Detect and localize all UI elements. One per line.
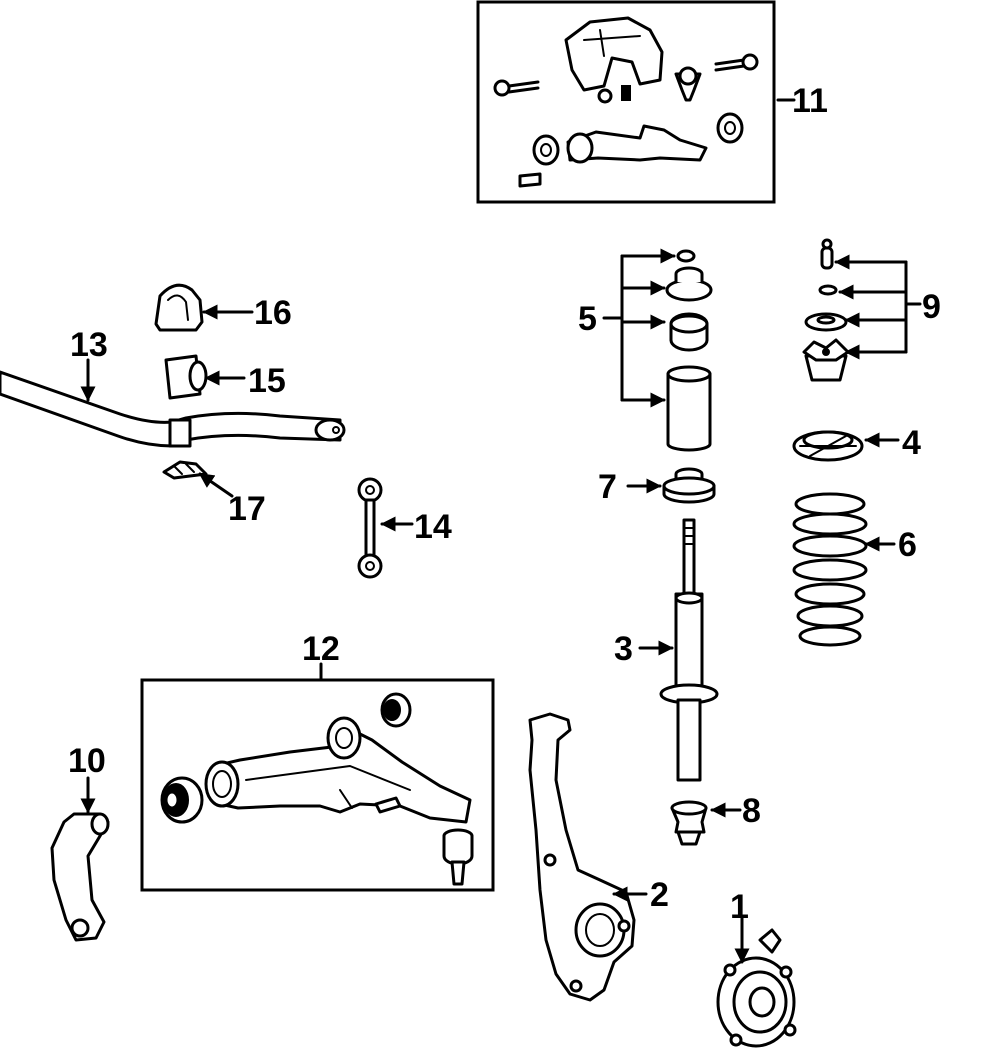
dust-boot (666, 365, 712, 452)
callout-11: 11 (792, 82, 828, 120)
upper-arm-kit-box (476, 0, 776, 204)
strut-mount-kit-group: 5 (578, 248, 713, 452)
stabilizer-link: 14 (357, 477, 452, 579)
bushing-left (532, 134, 560, 166)
strut-mount-hardware-group: 9 (802, 238, 941, 382)
callout-7: 7 (598, 468, 617, 506)
bolt-left (493, 79, 540, 97)
strut-assembly: 3 (614, 518, 719, 782)
lower-ball-joint (442, 828, 474, 886)
callout-1: 1 (730, 888, 749, 926)
mount-washer (804, 312, 848, 332)
control-arm-bracket: 10 (50, 742, 110, 942)
stabilizer-bushing: 15 (164, 354, 286, 400)
lower-arm-kit-group: 12 (140, 630, 495, 892)
callout-2: 2 (650, 876, 669, 914)
spring-seat: 4 (792, 424, 921, 462)
mount-stud (820, 238, 834, 270)
lower-arm-bolt (374, 796, 402, 814)
callout-8: 8 (742, 792, 761, 830)
lower-arm-bushing (160, 776, 204, 824)
callout-15: 15 (248, 362, 286, 400)
callout-17: 17 (228, 490, 266, 528)
callout-12: 12 (302, 630, 340, 668)
lower-arm-bushing-front (204, 760, 240, 808)
spring-insulator: 7 (598, 467, 716, 506)
nut-small (597, 85, 631, 104)
bushing-right (716, 112, 744, 144)
wheel-hub: 1 (716, 888, 797, 1048)
upper-arm-bracket (564, 16, 664, 92)
stabilizer-clip: 17 (162, 460, 266, 528)
callout-16: 16 (254, 294, 292, 332)
grease-fitting (518, 172, 542, 188)
bump-stop: 8 (670, 792, 761, 846)
callout-3: 3 (614, 630, 633, 668)
callout-4: 4 (902, 424, 921, 462)
strut-bearing (669, 312, 709, 352)
callout-9: 9 (922, 288, 941, 326)
strut-nut (676, 249, 696, 263)
mount-nut (818, 284, 838, 296)
callout-14: 14 (414, 508, 452, 546)
upper-arm-kit-group: 11 (476, 0, 828, 204)
stabilizer-bar: 13 (0, 326, 346, 448)
upper-strut-washer (665, 266, 713, 302)
upper-control-arm (566, 124, 708, 162)
lower-arm-rear-boss (326, 716, 362, 760)
coil-spring: 6 (792, 492, 917, 647)
lower-arm-bushing-rear (380, 692, 412, 728)
callout-6: 6 (898, 526, 917, 564)
callout-5: 5 (578, 300, 597, 338)
steering-knuckle: 2 (528, 712, 669, 1002)
lower-arm-kit-box (140, 678, 495, 892)
ball-joint-upper (674, 66, 702, 102)
strut-mount (802, 338, 850, 382)
stabilizer-bracket: 16 (154, 283, 292, 332)
callout-10: 10 (68, 742, 106, 780)
bolt-right (714, 53, 759, 72)
callout-13: 13 (70, 326, 108, 364)
